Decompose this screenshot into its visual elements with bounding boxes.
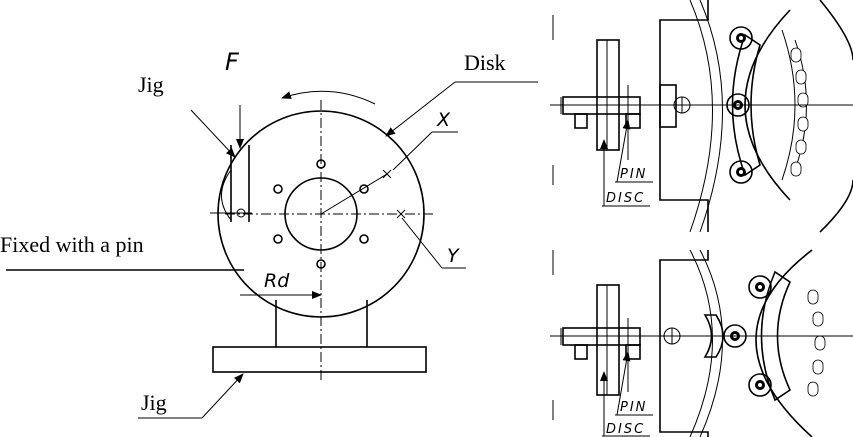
fixed-with-pin-label: Fixed with a pin [0, 232, 144, 257]
pin-label-top: PIN [620, 167, 647, 182]
bolt-top [729, 26, 753, 50]
point-x-label: X [436, 109, 451, 131]
bolt-bottom [729, 160, 753, 184]
point-y-label: Y [447, 245, 460, 267]
jig-lower-arc [221, 169, 232, 221]
rotation-arrow [281, 90, 376, 105]
disk-leader [385, 81, 456, 137]
detail-view-top: PIN DISC [550, 0, 853, 233]
disk-label: Disk [464, 50, 506, 75]
force-label: F [225, 48, 240, 76]
jig-top-label: Jig [138, 72, 164, 97]
radius-label: Rd [264, 270, 290, 292]
point-x-leader [392, 131, 433, 171]
jig-bottom-label: Jig [141, 390, 167, 415]
disc-label-bottom: DISC [606, 422, 645, 437]
x-radius-line [320, 173, 388, 215]
detail-view-bottom: PIN DISC [550, 249, 853, 437]
pin-label-bottom: PIN [620, 400, 647, 415]
bolt-bottom-left [748, 275, 772, 299]
point-y-leader [401, 217, 443, 269]
jig-top-leader [190, 109, 236, 158]
main-view: F Jig Disk X Y Fixed with a pin Rd Jig [0, 48, 538, 419]
disc-label-top: DISC [606, 191, 645, 206]
base-jig-plate [212, 346, 427, 373]
bolt-bottom-lower [748, 373, 772, 397]
point-y-marker [396, 209, 406, 219]
jig-bottom-leader [201, 373, 244, 419]
